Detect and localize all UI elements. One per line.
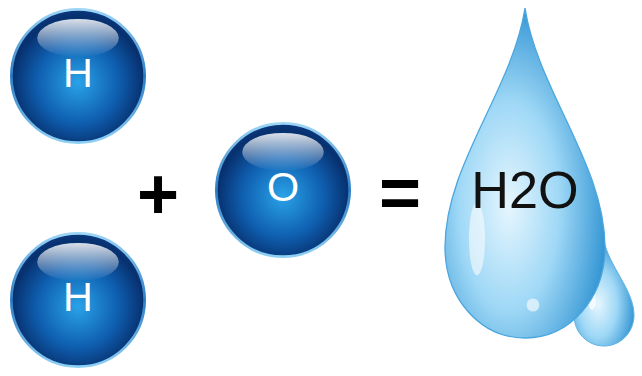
element-symbol: H [10,277,146,318]
element-symbol: O [215,167,351,208]
operator-symbol: + [137,158,179,230]
water-drop: H2O [445,8,605,338]
atom-sphere: O [215,122,351,258]
element-symbol: H [10,53,146,94]
atom-sphere: H [10,8,146,144]
operator-symbol: = [379,156,421,228]
formula-text: H2O [445,164,605,216]
atom-sphere: H [10,232,146,368]
